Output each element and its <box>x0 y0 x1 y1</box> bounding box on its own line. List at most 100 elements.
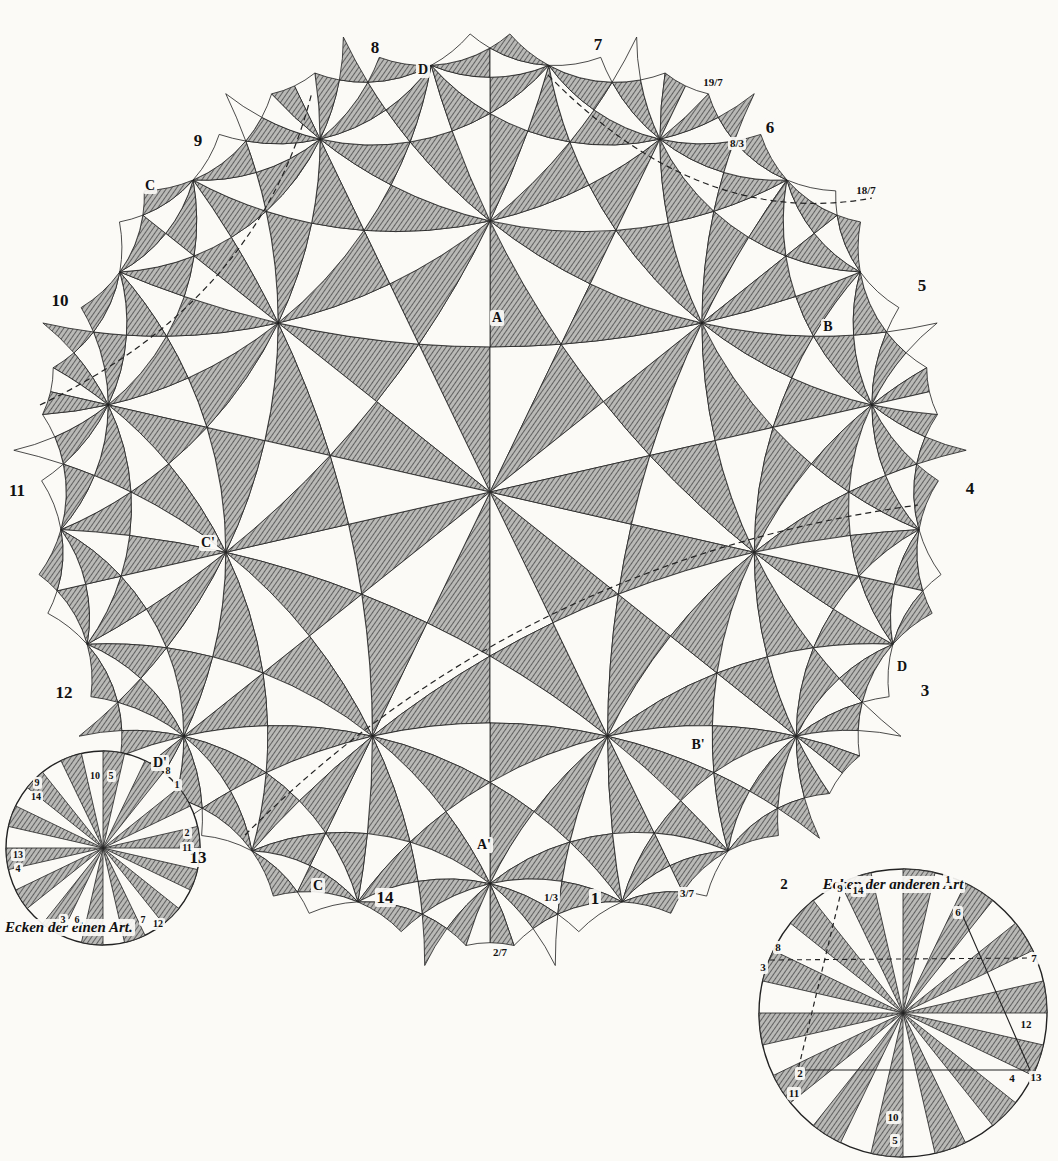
triangle-tile <box>837 215 860 272</box>
small-label: 8 <box>773 941 783 954</box>
small-label: 7 <box>1029 952 1039 965</box>
triangle-tile <box>490 456 650 525</box>
triangle-tile <box>549 57 612 82</box>
triangle-tile <box>887 323 938 353</box>
triangle-tile <box>79 702 122 736</box>
triangle-tile <box>490 842 570 884</box>
triangle-tile <box>622 892 683 914</box>
edge-number: 5 <box>916 276 929 295</box>
edge-number: 14 <box>375 888 396 907</box>
edge-number: 3 <box>919 681 932 700</box>
triangle-tile <box>43 323 94 353</box>
triangle-tile <box>490 884 533 946</box>
triangle-tile <box>728 791 778 851</box>
small-label: 13 <box>1029 1071 1044 1084</box>
edge-number: C' <box>199 535 217 551</box>
triangle-tile <box>570 736 613 842</box>
triangle-tile <box>860 272 899 332</box>
triangle-tile <box>367 736 410 842</box>
small-label: 14 <box>851 884 866 897</box>
triangle-tile <box>660 86 708 139</box>
edge-number: D <box>416 62 430 78</box>
triangle-tile <box>330 456 490 525</box>
dashed-lines <box>40 75 918 835</box>
small-label: 8 <box>164 765 173 777</box>
edge-number: 10 <box>50 291 71 310</box>
inset-sector <box>841 873 903 1013</box>
triangle-tile <box>570 139 660 185</box>
triangle-tile <box>272 86 320 139</box>
inset-sector <box>903 981 1047 1013</box>
small-label: 12 <box>1019 1018 1034 1031</box>
small-label: 3 <box>59 914 68 926</box>
triangle-tile <box>466 884 490 946</box>
triangle-tile <box>202 808 252 851</box>
triangle-tile <box>533 914 558 965</box>
triangle-tile <box>119 215 142 272</box>
edge-number: B' <box>689 737 706 753</box>
small-label: 4 <box>1007 1072 1017 1085</box>
small-label: 5 <box>890 1134 900 1147</box>
small-label: 2 <box>795 1067 805 1080</box>
inset-sector <box>103 761 163 848</box>
triangle-tile <box>796 736 859 773</box>
triangle-tile <box>612 37 640 82</box>
triangle-tile <box>320 139 410 185</box>
triangle-tile <box>490 884 514 946</box>
inset-disk-left <box>6 751 200 945</box>
small-label: 13 <box>11 849 25 861</box>
triangle-tile <box>297 892 358 914</box>
triangle-tile <box>14 437 64 464</box>
small-label: 14 <box>29 791 43 803</box>
small-label: 10 <box>886 1111 901 1124</box>
inset-sector <box>813 1013 903 1143</box>
edge-number: D <box>895 659 909 675</box>
edge-number: B <box>821 319 834 335</box>
caption-text: Ecken der einen Art. <box>3 919 135 936</box>
triangle-tile <box>787 180 837 215</box>
triangle-tile <box>81 272 120 332</box>
edge-number: 9 <box>192 131 205 150</box>
inset-sector <box>61 753 103 848</box>
edge-number: A <box>490 310 504 326</box>
triangle-tile <box>42 464 67 529</box>
small-label: 2/7 <box>491 946 509 959</box>
triangle-tile <box>452 113 490 220</box>
inset-dashed-line <box>798 888 842 1070</box>
small-label: 19/7 <box>701 76 725 89</box>
triangle-tile <box>431 34 490 65</box>
triangle-tile <box>872 392 938 415</box>
triangle-tile <box>917 437 967 464</box>
triangle-tile <box>859 576 894 644</box>
triangle-tile <box>87 644 118 702</box>
triangle-tile <box>718 94 754 141</box>
triangle-tile <box>787 180 837 233</box>
triangle-tile <box>778 798 820 838</box>
triangle-tile <box>490 113 528 220</box>
triangle-tile <box>917 530 941 591</box>
triangle-tile <box>368 57 431 82</box>
small-label: 1 <box>173 779 182 791</box>
inset-circle <box>6 751 200 945</box>
small-label: 11 <box>787 1087 801 1100</box>
small-label: 7 <box>139 914 148 926</box>
small-label: 4 <box>14 863 23 875</box>
edge-number: 6 <box>764 118 777 137</box>
triangle-tile <box>339 37 367 82</box>
inset-line <box>798 905 1030 1070</box>
inset-sector <box>903 1013 965 1153</box>
triangle-tile <box>39 530 63 591</box>
small-label: 1 <box>943 873 953 886</box>
triangle-tile <box>728 808 778 851</box>
triangle-tile <box>858 702 901 736</box>
small-label: 9 <box>835 882 845 895</box>
triangle-tile <box>86 576 121 644</box>
triangle-tile <box>48 591 87 644</box>
inset-dashed-line <box>770 958 1032 960</box>
triangle-tile <box>252 851 297 896</box>
edge-number: C <box>311 878 325 894</box>
edge-number: 2 <box>778 876 790 893</box>
small-label: 11 <box>180 842 193 854</box>
inset-disk-right <box>759 869 1047 1157</box>
triangle-tile <box>43 392 109 415</box>
